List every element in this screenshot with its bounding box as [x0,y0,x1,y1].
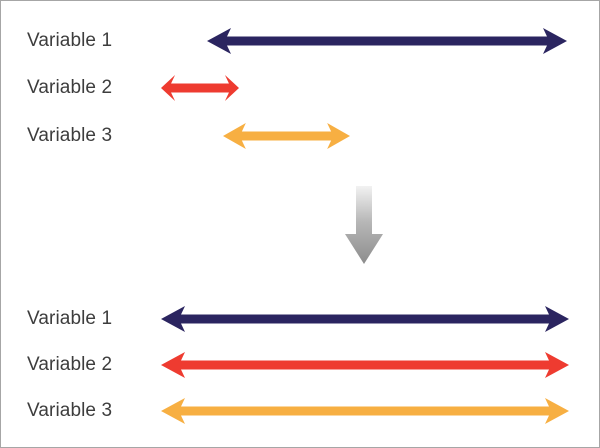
arrow-shape [161,75,239,101]
after-label-1: Variable 1 [27,308,113,329]
before-variable-2-range-arrow [161,75,239,101]
down-arrow-shape [345,186,383,264]
after-variable-2-range-arrow [161,352,569,378]
downward-transition-arrow [345,186,383,264]
before-variable-3-range-arrow [223,123,350,149]
after-label-3: Variable 3 [27,400,113,421]
before-label-3: Variable 3 [27,125,113,146]
arrow-shape [161,352,569,378]
after-variable-1-range-arrow [161,306,569,332]
after-variable-3-range-arrow [161,398,569,424]
arrow-shape [161,306,569,332]
arrow-shape [223,123,350,149]
before-label-1: Variable 1 [27,30,113,51]
arrow-shape [161,398,569,424]
after-label-2: Variable 2 [27,354,113,375]
before-label-2: Variable 2 [27,77,113,98]
arrow-shape [207,28,567,54]
before-variable-1-range-arrow [207,28,567,54]
